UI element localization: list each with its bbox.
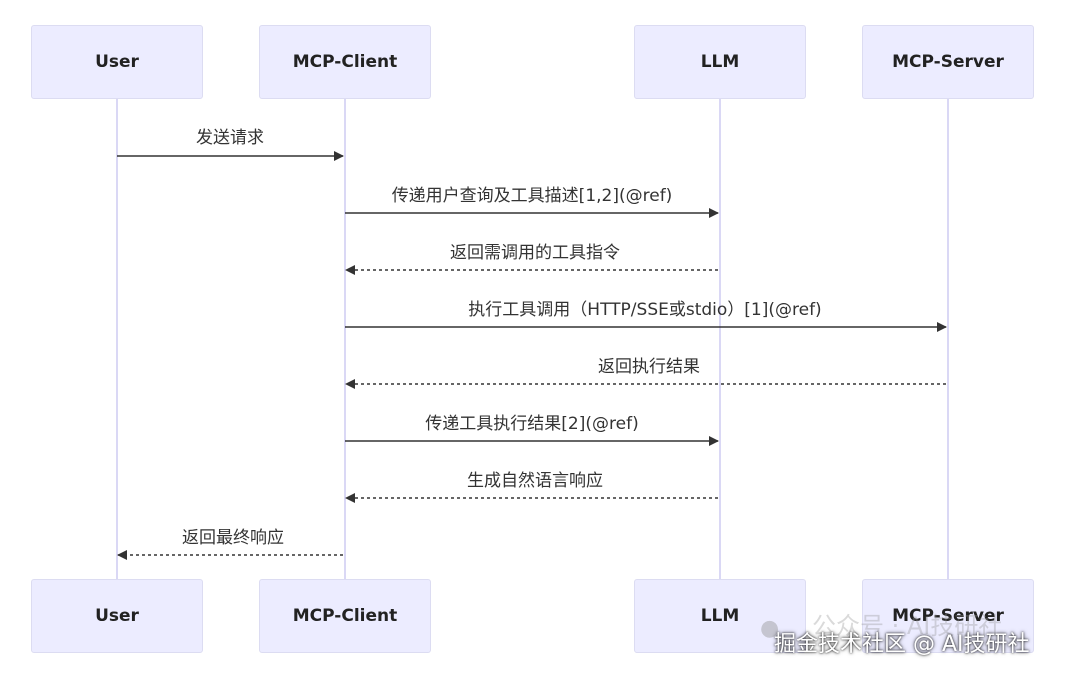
wechat-icon: ● bbox=[760, 616, 780, 641]
lifeline-mcp-client bbox=[344, 98, 346, 580]
lifeline-user bbox=[116, 98, 118, 580]
actor-llm-top: LLM bbox=[634, 25, 806, 99]
actor-llm-label: LLM bbox=[700, 52, 740, 72]
actor-llm-bottom: LLM bbox=[634, 579, 806, 653]
message-label-pass-result: 传递工具执行结果[2](@ref) bbox=[425, 414, 639, 434]
actor-user-label: User bbox=[95, 606, 139, 626]
actor-mcp-client-top: MCP-Client bbox=[259, 25, 431, 99]
watermark: ● 公众号 · AI技研社 掘金技术社区 @ AI技研社 bbox=[760, 602, 1070, 666]
watermark-text: 掘金技术社区 @ AI技研社 bbox=[774, 632, 1030, 657]
actor-user-top: User bbox=[31, 25, 203, 99]
watermark-faint-text: 公众号 · AI技研社 bbox=[812, 612, 1003, 640]
actor-mcp-server-label: MCP-Server bbox=[892, 52, 1004, 72]
message-label-execute-tool: 执行工具调用（HTTP/SSE或stdio）[1](@ref) bbox=[468, 300, 822, 320]
actor-mcp-client-label: MCP-Client bbox=[292, 606, 398, 626]
actor-user-bottom: User bbox=[31, 579, 203, 653]
message-label-final-response: 返回最终响应 bbox=[182, 528, 284, 548]
actor-mcp-server-label: MCP-Server bbox=[892, 606, 1004, 626]
message-label-return-result: 返回执行结果 bbox=[598, 357, 700, 377]
actor-user-label: User bbox=[95, 52, 139, 72]
message-label-pass-query: 传递用户查询及工具描述[1,2](@ref) bbox=[391, 186, 673, 206]
message-label-tool-instruction: 返回需调用的工具指令 bbox=[450, 243, 620, 263]
actor-mcp-server-bottom: MCP-Server bbox=[862, 579, 1034, 653]
actor-mcp-client-label: MCP-Client bbox=[292, 52, 398, 72]
actor-llm-label: LLM bbox=[700, 606, 740, 626]
message-label-natural-response: 生成自然语言响应 bbox=[467, 471, 603, 491]
actor-mcp-server-top: MCP-Server bbox=[862, 25, 1034, 99]
actor-mcp-client-bottom: MCP-Client bbox=[259, 579, 431, 653]
lifeline-llm bbox=[719, 98, 721, 580]
message-label-send-request: 发送请求 bbox=[196, 128, 264, 148]
lifeline-mcp-server bbox=[947, 98, 949, 580]
